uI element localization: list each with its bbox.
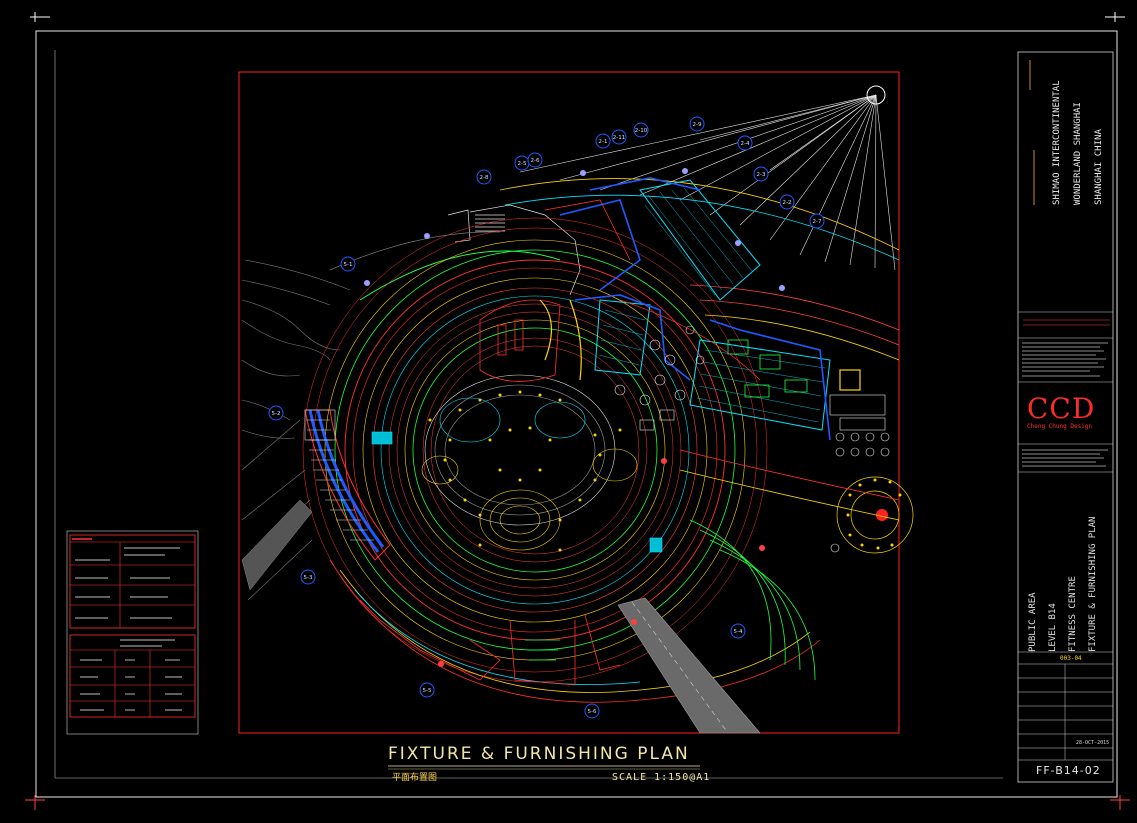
grid-bubble — [633, 122, 649, 138]
grid-bubble — [753, 166, 769, 182]
grid-bubble-label: 2-5 — [518, 161, 527, 167]
drawing-subtitle: 平面布置图 — [392, 773, 438, 783]
grid-bubble — [476, 169, 492, 185]
grid-bubble-label: 2-10 — [635, 128, 648, 134]
grid-bubble-label: 5-2 — [272, 411, 281, 417]
grid-bubble-label: 5-1 — [344, 262, 353, 268]
drawing-title: FIXTURE & FURNISHING PLAN — [388, 744, 690, 764]
grid-bubble-label: 5-5 — [423, 688, 432, 694]
grid-bubble-group: 2-8 2-5 2-6 2-1 2-11 2-10 2-9 2-4 2-3 2-2 2-7 5-1 5-… — [268, 116, 825, 719]
legend-table — [66, 530, 199, 735]
drawing-line-4: FIXTURE & FURNISHING PLAN — [1088, 516, 1098, 652]
fixture-dots — [428, 390, 622, 552]
grid-bubble-label: 2-4 — [741, 141, 750, 147]
project-line-1: SHIMAO INTERCONTINENTAL — [1052, 80, 1062, 205]
title-block — [1017, 51, 1114, 783]
radial-fan-lines — [519, 94, 896, 271]
drawing-line-2: LEVEL B14 — [1048, 603, 1058, 652]
grid-bubble-label: 2-8 — [480, 175, 489, 181]
project-line-2: WONDERLAND SHANGHAI — [1073, 102, 1083, 205]
grid-bubble-label: 5-6 — [588, 709, 597, 715]
grid-bubble — [595, 133, 611, 149]
issue-code: 003-04 — [1060, 655, 1082, 662]
drawing-scale: SCALE 1:150@A1 — [612, 772, 711, 783]
grid-bubble-label: 2-6 — [531, 158, 540, 164]
left-seating-block[interactable] — [304, 409, 391, 561]
grid-bubble-label: 5-4 — [734, 629, 743, 635]
furniture-cluster — [614, 325, 890, 553]
round-table-cluster — [836, 476, 914, 554]
grid-bubble — [300, 569, 316, 585]
grid-bubble-label: 2-2 — [783, 200, 792, 206]
pool-area-top[interactable] — [594, 179, 831, 431]
grid-bubble — [730, 623, 746, 639]
ramp — [617, 597, 761, 734]
grid-bubble-label: 2-3 — [757, 172, 766, 178]
grid-bubble — [584, 703, 600, 719]
grid-bubble-label: 2-9 — [693, 122, 702, 128]
grid-bubble — [611, 129, 627, 145]
issue-date: 28-OCT-2015 — [1076, 740, 1110, 746]
grid-bubble — [268, 405, 284, 421]
grid-bubble-label: 2-7 — [813, 219, 822, 225]
grid-bubble-label: 5-3 — [304, 575, 313, 581]
grid-bubble-label: 2-11 — [613, 135, 625, 141]
hub-circle — [866, 85, 886, 105]
grid-bubble — [689, 116, 705, 132]
sheet-frame — [35, 30, 1118, 798]
grid-bubble — [527, 152, 543, 168]
drawing-line-1: PUBLIC AREA — [1028, 592, 1038, 652]
grid-bubble — [809, 213, 825, 229]
ccd-logo: CCD — [1027, 392, 1096, 425]
viewport-border — [238, 71, 900, 734]
floor-plan[interactable]: 2-8 2-5 2-6 2-1 2-11 2-10 2-9 2-4 2-3 2-2 2-7 5-1 5-… — [241, 85, 914, 734]
grid-bubble — [779, 194, 795, 210]
grid-bubble-label: 2-1 — [599, 139, 608, 145]
grid-bubble — [419, 682, 435, 698]
grid-bubble — [340, 256, 356, 272]
project-line-3: SHANGHAI CHINA — [1094, 129, 1104, 205]
drawing-line-3: FITNESS CENTRE — [1068, 576, 1078, 652]
sheet-number: FF-B14-02 — [1036, 764, 1101, 777]
grid-bubble — [737, 135, 753, 151]
ccd-logo-subtext: Cheng Chung Design — [1027, 423, 1093, 430]
